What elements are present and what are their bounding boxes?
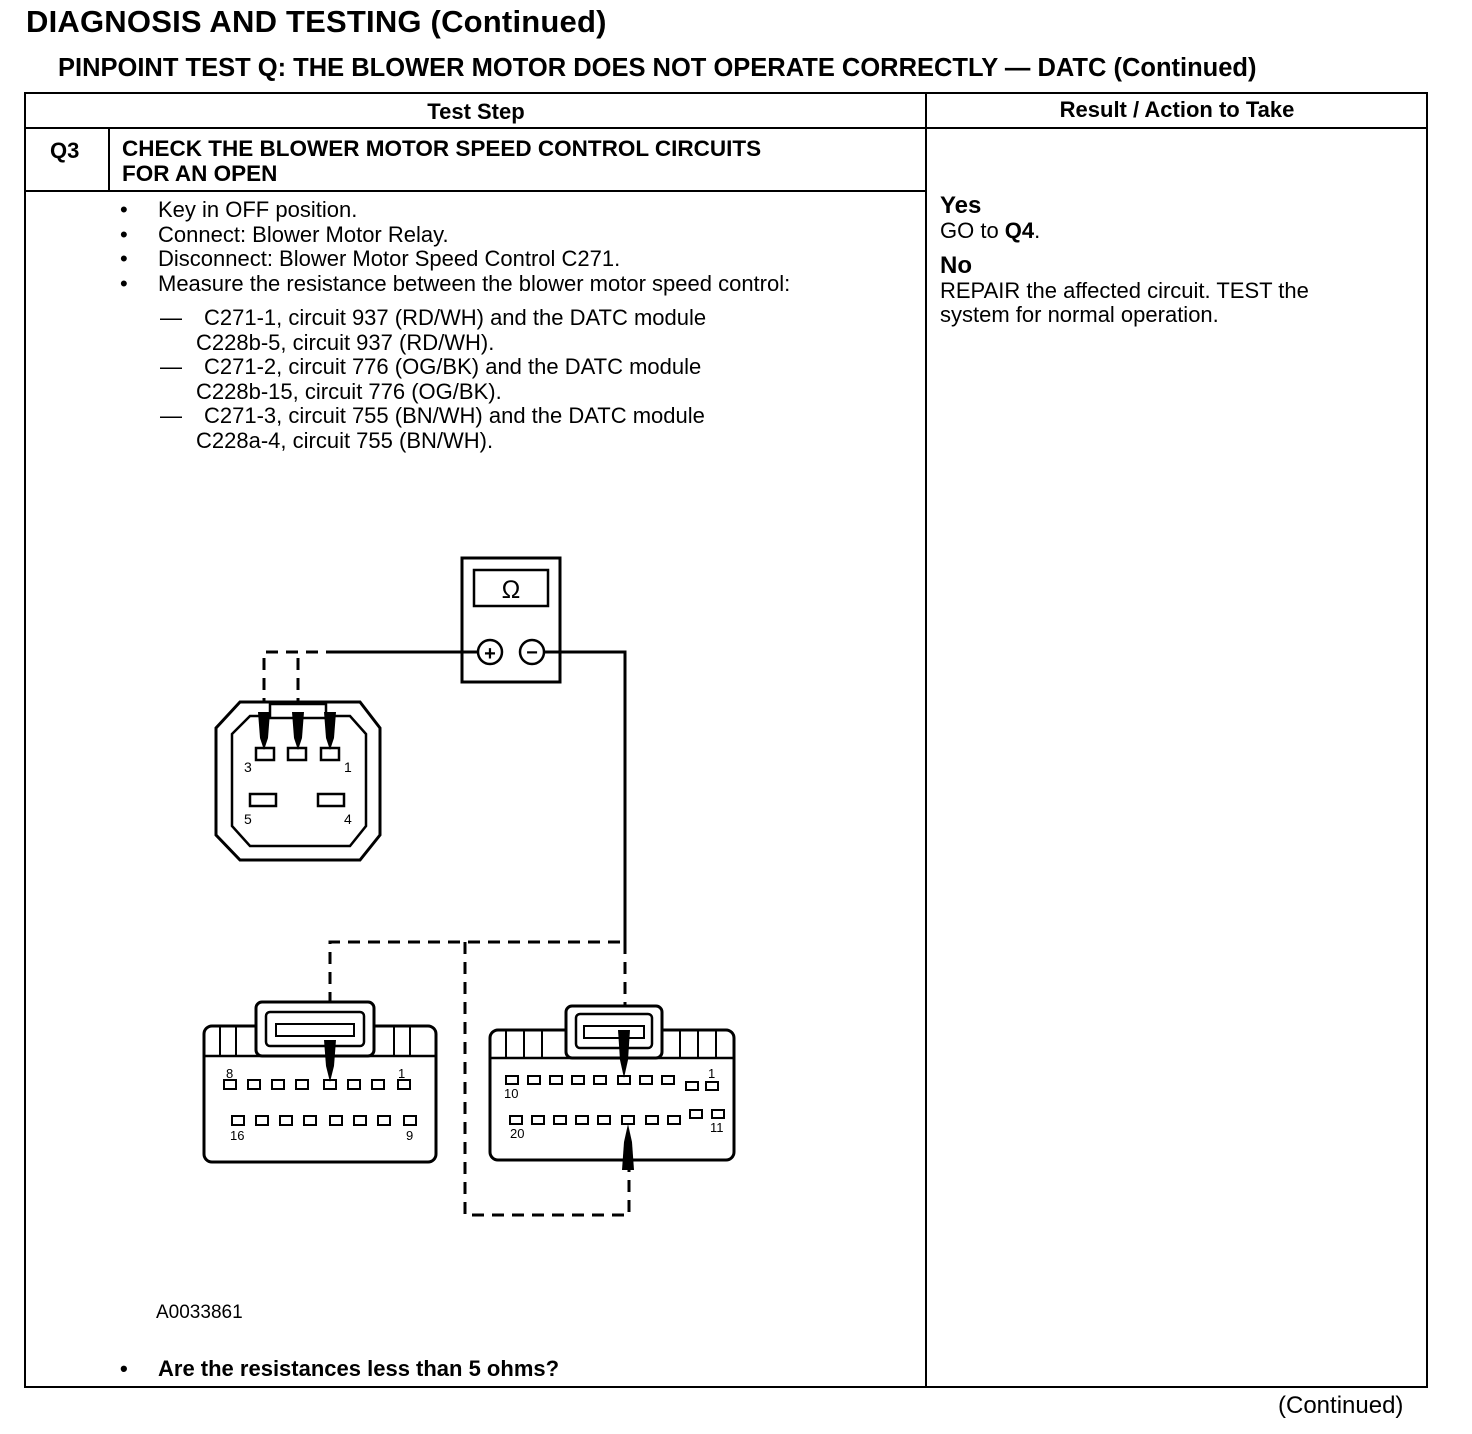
step-question: •Are the resistances less than 5 ohms?: [120, 1356, 560, 1381]
header-rule: [24, 127, 1428, 129]
list-item: —C271-3, circuit 755 (BN/WH) and the DAT…: [160, 403, 705, 453]
column-header-test-step: Test Step: [427, 99, 525, 124]
c228a-pin-1: 1: [398, 1066, 405, 1081]
pinpoint-test-title: PINPOINT TEST Q: THE BLOWER MOTOR DOES N…: [58, 54, 1257, 82]
c228b-pin-10: 10: [504, 1086, 518, 1101]
measurement-list: —C271-1, circuit 937 (RD/WH) and the DAT…: [160, 305, 707, 453]
c271-probe-tips: [258, 712, 336, 750]
connector-c228b: [488, 1004, 736, 1162]
c228b-probe-tip-bottom: [622, 1124, 634, 1170]
step-id-divider: [108, 128, 110, 191]
yes-target-link: Q4: [1004, 217, 1035, 243]
continued-note: (Continued): [1278, 1392, 1404, 1419]
list-item: —C271-2, circuit 776 (OG/BK) and the DAT…: [160, 354, 702, 404]
c228b-probe-tip-top: [618, 1030, 630, 1078]
result-no: No REPAIR the affected circuit. TEST the…: [940, 252, 1309, 328]
test-table: [24, 92, 1428, 1388]
no-action-line1: REPAIR the affected circuit. TEST the: [940, 277, 1309, 303]
list-item: •Disconnect: Blower Motor Speed Control …: [120, 246, 621, 271]
connector-c228a: [202, 1000, 438, 1164]
c228a-probe-tip: [324, 1040, 336, 1082]
c271-pin-1: 1: [344, 759, 352, 775]
minus-terminal-label: −: [526, 642, 538, 664]
list-item: •Key in OFF position.: [120, 197, 358, 222]
column-header-result: Result / Action to Take: [1059, 97, 1295, 122]
list-item: —C271-1, circuit 937 (RD/WH) and the DAT…: [160, 305, 707, 355]
yes-action: GO to Q4.: [940, 217, 1041, 243]
c271-pin-5: 5: [244, 811, 252, 827]
step-id: Q3: [50, 138, 80, 163]
column-divider: [925, 92, 927, 1388]
meter-leads: [330, 650, 627, 942]
list-item: •Connect: Blower Motor Relay.: [120, 221, 449, 247]
page-title: DIAGNOSIS AND TESTING (Continued): [26, 4, 607, 39]
c228b-pin-20: 20: [510, 1126, 524, 1141]
plus-terminal-label: +: [484, 643, 496, 665]
result-yes: Yes GO to Q4.: [940, 192, 1041, 243]
no-action-line2: system for normal operation.: [940, 302, 1219, 327]
c228b-pin-1: 1: [708, 1066, 715, 1081]
figure-id: A0033861: [156, 1302, 243, 1323]
no-label: No: [940, 252, 972, 279]
c228a-pin-8: 8: [226, 1066, 233, 1081]
step-title-rule: [24, 190, 927, 192]
yes-label: Yes: [940, 192, 982, 219]
c228b-pin-11: 11: [710, 1120, 724, 1135]
c228a-pin-rows: [223, 1079, 417, 1126]
ohm-symbol: Ω: [502, 576, 521, 604]
list-item: •Measure the resistance between the blow…: [120, 270, 791, 296]
connector-c271: [214, 700, 382, 862]
step-instructions: •Key in OFF position. •Connect: Blower M…: [116, 197, 791, 296]
ohmmeter: [460, 556, 562, 684]
c271-pin-3: 3: [244, 759, 252, 775]
c228a-pin-16: 16: [230, 1128, 244, 1143]
c271-pin-4: 4: [344, 811, 352, 827]
c228a-pin-9: 9: [406, 1128, 413, 1143]
step-title: CHECK THE BLOWER MOTOR SPEED CONTROL CIR…: [122, 136, 762, 186]
